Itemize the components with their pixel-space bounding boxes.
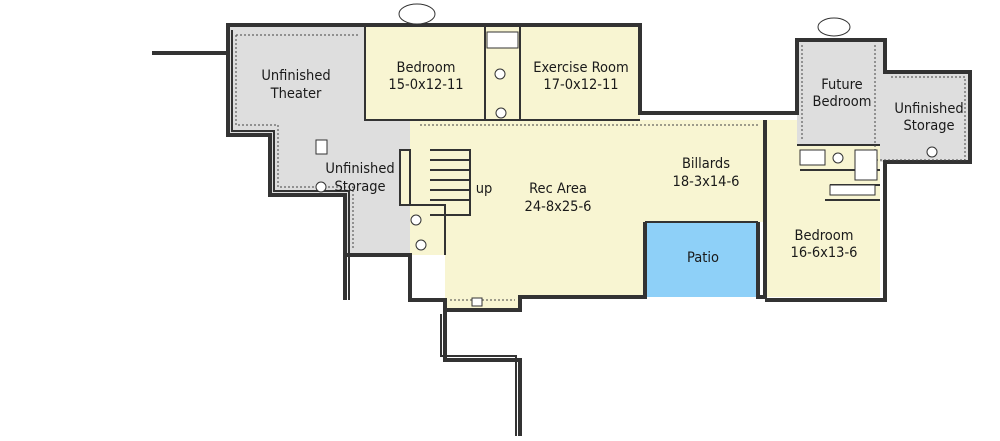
dashed-outline-right [801, 45, 966, 161]
dashed-outline-left [235, 34, 360, 250]
future-bedroom-area [797, 40, 885, 145]
water-heater-left-icon [315, 181, 327, 193]
skylight-right-icon [817, 17, 851, 37]
bottom-wall-left-inner [440, 314, 517, 436]
tv-icon [315, 139, 328, 155]
exercise-dims: 17-0x12-11 [543, 77, 618, 93]
rec-dims: 24-8x25-6 [525, 199, 592, 215]
bedroom-right-area [765, 120, 880, 297]
toilet-left-icon [415, 239, 427, 251]
vanity-right-icon [799, 149, 826, 166]
patio-right-wall [756, 120, 767, 299]
bedroom-right-label: Bedroom [795, 228, 854, 244]
water-heater-right-icon [926, 146, 938, 158]
wall-bedroom-right [797, 144, 880, 201]
bedroom-top-dims: 15-0x12-11 [388, 77, 463, 93]
bottom-wall-left [345, 253, 522, 436]
rec-label: Rec Area [529, 181, 587, 197]
outer-wall-left [152, 23, 400, 55]
bottom-wall-mid [445, 222, 647, 312]
storage-right-label-2: Storage [903, 118, 954, 134]
sink-top-icon [495, 107, 507, 119]
theater-label-2: Theater [270, 86, 322, 102]
future-bedroom-label: Future [821, 77, 862, 93]
storage-left-label: Unfinished [325, 161, 394, 177]
outer-wall-left-inner [231, 30, 350, 300]
bedroom-right-dims: 16-6x13-6 [791, 245, 858, 261]
exercise-label: Exercise Room [533, 60, 628, 76]
top-wall [400, 23, 972, 302]
storage-right-area [880, 72, 970, 162]
finished-areas [365, 27, 880, 310]
stairs-label: up [476, 181, 493, 197]
bedroom-top-label: Bedroom [397, 60, 456, 76]
bedroom-top-area [365, 27, 485, 120]
theater-label: Unfinished [261, 68, 330, 84]
patio-label: Patio [687, 250, 719, 266]
storage-right-label: Unfinished [894, 101, 963, 117]
shower-right-icon [854, 149, 878, 181]
skylight-left-icon [398, 3, 436, 25]
wall-bedroom-top [364, 27, 410, 121]
storage-left-label-2: Storage [334, 179, 385, 195]
rec-billiards-area [400, 120, 765, 310]
patio-area [645, 222, 758, 297]
wall-bath-left [410, 204, 446, 255]
future-bedroom-label-2: Bedroom [813, 94, 872, 110]
toilet-top-icon [494, 68, 506, 80]
toilet-right-icon [832, 152, 844, 164]
wall-bedroom-bath [410, 27, 640, 121]
outer-wall-left-2 [226, 53, 347, 300]
room-labels: Unfinished Theater Unfinished Storage Be… [261, 60, 963, 266]
bathtub-top-icon [486, 31, 519, 49]
closet-right-icon [829, 184, 876, 196]
sink-left-icon [410, 214, 422, 226]
exercise-area [520, 27, 640, 120]
fixtures [315, 3, 938, 307]
billiards-label: Billards [682, 156, 730, 172]
stair-treads [430, 159, 470, 201]
billiards-dims: 18-3x14-6 [673, 174, 740, 190]
sump-icon [471, 297, 483, 307]
